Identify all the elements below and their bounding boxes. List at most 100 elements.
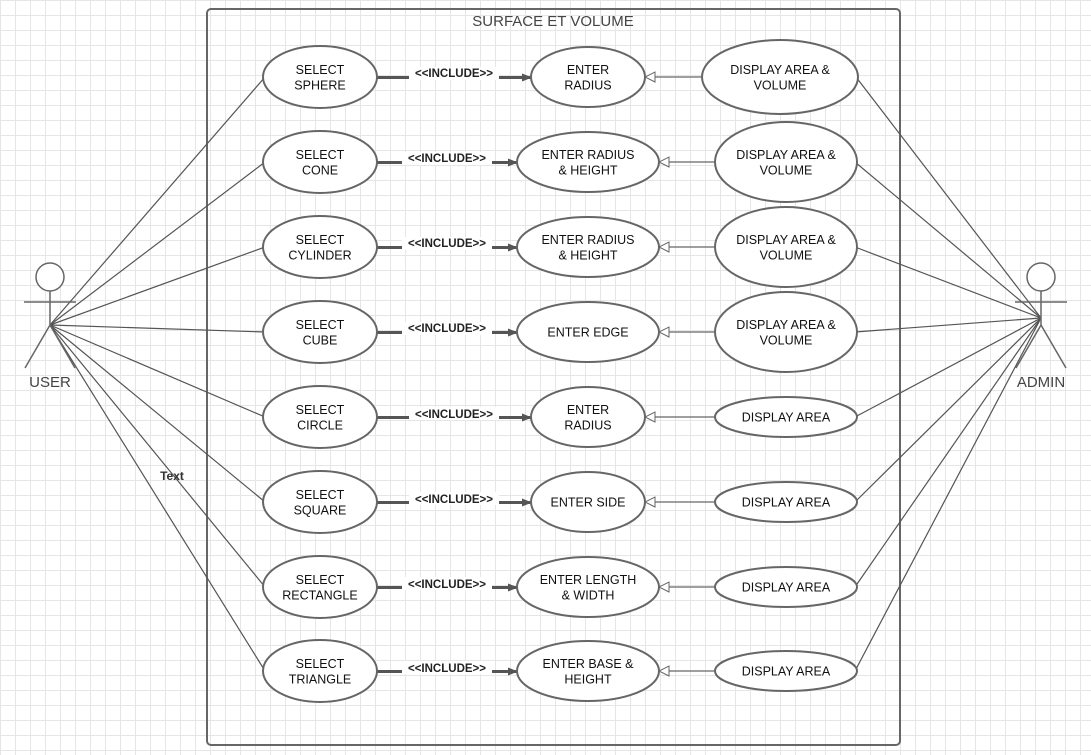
select-use-case-shape — [262, 300, 378, 364]
select-use-case-label-line: CIRCLE — [297, 418, 343, 432]
display-use-case[interactable]: DISPLAY AREA — [714, 650, 858, 692]
display-use-case-label-line: DISPLAY AREA & — [736, 148, 836, 162]
display-use-case-shape — [701, 39, 859, 115]
display-use-case[interactable]: DISPLAY AREA &VOLUME — [714, 121, 858, 203]
display-relations — [645, 77, 715, 671]
enter-use-case-shape — [516, 131, 660, 193]
include-label-bg — [402, 577, 492, 590]
system-boundary — [206, 8, 901, 746]
enter-use-case[interactable]: ENTER RADIUS& HEIGHT — [516, 131, 660, 193]
display-use-case-shape — [714, 291, 858, 373]
enter-use-case[interactable]: ENTER BASE &HEIGHT — [516, 640, 660, 702]
display-use-case-shape — [714, 121, 858, 203]
include-label-bg — [402, 152, 492, 165]
select-use-case-shape — [262, 639, 378, 703]
enter-use-case-label-line: ENTER SIDE — [550, 496, 625, 510]
enter-use-case-shape — [516, 216, 660, 278]
display-use-case-label-line: DISPLAY AREA & — [730, 63, 830, 77]
user-association-line — [49, 324, 266, 672]
include-label: <<INCLUDE>> — [408, 323, 486, 335]
enter-use-case-label-line: RADIUS — [564, 418, 611, 432]
enter-use-case[interactable]: ENTER RADIUS& HEIGHT — [516, 216, 660, 278]
select-use-case-label-line: SPHERE — [294, 78, 345, 92]
admin-actor-right-leg — [1040, 324, 1067, 369]
enter-use-case-label-line: ENTER LENGTH — [540, 573, 637, 587]
display-use-case-label-line: DISPLAY AREA & — [736, 318, 836, 332]
admin-actor[interactable] — [1015, 262, 1067, 369]
display-use-case[interactable]: DISPLAY AREA — [714, 481, 858, 523]
select-use-case-shape — [262, 130, 378, 194]
admin-association-line — [854, 317, 1042, 672]
display-use-case[interactable]: DISPLAY AREA — [714, 396, 858, 438]
include-label: <<INCLUDE>> — [415, 494, 493, 506]
enter-use-case-shape — [530, 471, 646, 533]
admin-association-line — [854, 317, 1042, 588]
include-label-bg — [409, 492, 499, 505]
user-association-line — [49, 161, 266, 326]
user-actor-head — [35, 262, 65, 292]
include-label: <<INCLUDE>> — [408, 579, 486, 591]
enter-use-case-shape — [530, 46, 646, 108]
enter-use-case-label-line: ENTER RADIUS — [541, 148, 634, 162]
enter-use-case-label-line: & HEIGHT — [558, 163, 617, 177]
enter-use-case[interactable]: ENTER SIDE — [530, 471, 646, 533]
user-actor[interactable] — [24, 262, 76, 369]
display-use-case[interactable]: DISPLAY AREA &VOLUME — [701, 39, 859, 115]
display-use-case-label-line: VOLUME — [760, 333, 813, 347]
include-label: <<INCLUDE>> — [415, 409, 493, 421]
include-label-bg — [402, 322, 492, 335]
admin-actor-label: ADMIN — [1017, 374, 1065, 391]
display-use-case-shape — [714, 650, 858, 692]
include-relations: <<INCLUDE>> <<INCLUDE>> <<INCLUDE>> <<INCLU… — [377, 67, 532, 676]
select-use-case-label-line: SELECT — [296, 657, 345, 671]
user-actor-left-leg — [24, 324, 51, 369]
select-use-case-label-line: RECTANGLE — [282, 588, 357, 602]
enter-use-case[interactable]: ENTER EDGE — [516, 301, 660, 363]
select-use-case-shape — [262, 555, 378, 619]
include-label-bg — [402, 661, 492, 674]
include-label: <<INCLUDE>> — [415, 68, 493, 80]
enter-use-case-label-line: ENTER BASE & — [543, 657, 635, 671]
include-label-bg — [409, 67, 499, 80]
admin-association-line — [854, 317, 1042, 333]
display-use-case-label-line: DISPLAY AREA — [742, 665, 831, 679]
select-use-case-shape — [262, 45, 378, 109]
display-use-case-shape — [714, 566, 858, 608]
enter-use-case-shape — [516, 640, 660, 702]
display-use-case-label-line: VOLUME — [754, 78, 807, 92]
display-use-case-label-line: DISPLAY AREA & — [736, 233, 836, 247]
include-label-bg — [409, 407, 499, 420]
include-label: <<INCLUDE>> — [408, 663, 486, 675]
admin-association-line — [854, 317, 1042, 503]
enter-use-case-label-line: ENTER — [567, 63, 609, 77]
include-label-bg — [402, 237, 492, 250]
display-use-case[interactable]: DISPLAY AREA — [714, 566, 858, 608]
admin-association-line — [854, 317, 1042, 418]
select-use-case-label-line: CONE — [302, 163, 338, 177]
select-use-case-label-line: TRIANGLE — [289, 672, 352, 686]
enter-use-case-label-line: & HEIGHT — [558, 248, 617, 262]
display-use-case-label-line: DISPLAY AREA — [742, 496, 831, 510]
display-use-case[interactable]: DISPLAY AREA &VOLUME — [714, 206, 858, 288]
enter-use-case-shape — [516, 301, 660, 363]
enter-use-case-shape — [530, 386, 646, 448]
display-use-case-label-line: VOLUME — [760, 163, 813, 177]
enter-use-case[interactable]: ENTER LENGTH& WIDTH — [516, 556, 660, 618]
system-title: SURFACE ET VOLUME — [472, 13, 633, 30]
select-use-case-label-line: SELECT — [296, 63, 345, 77]
enter-use-case-label-line: HEIGHT — [564, 672, 612, 686]
user-association-line — [49, 76, 266, 326]
display-use-case[interactable]: DISPLAY AREA &VOLUME — [714, 291, 858, 373]
select-use-case-label-line: SQUARE — [294, 503, 347, 517]
